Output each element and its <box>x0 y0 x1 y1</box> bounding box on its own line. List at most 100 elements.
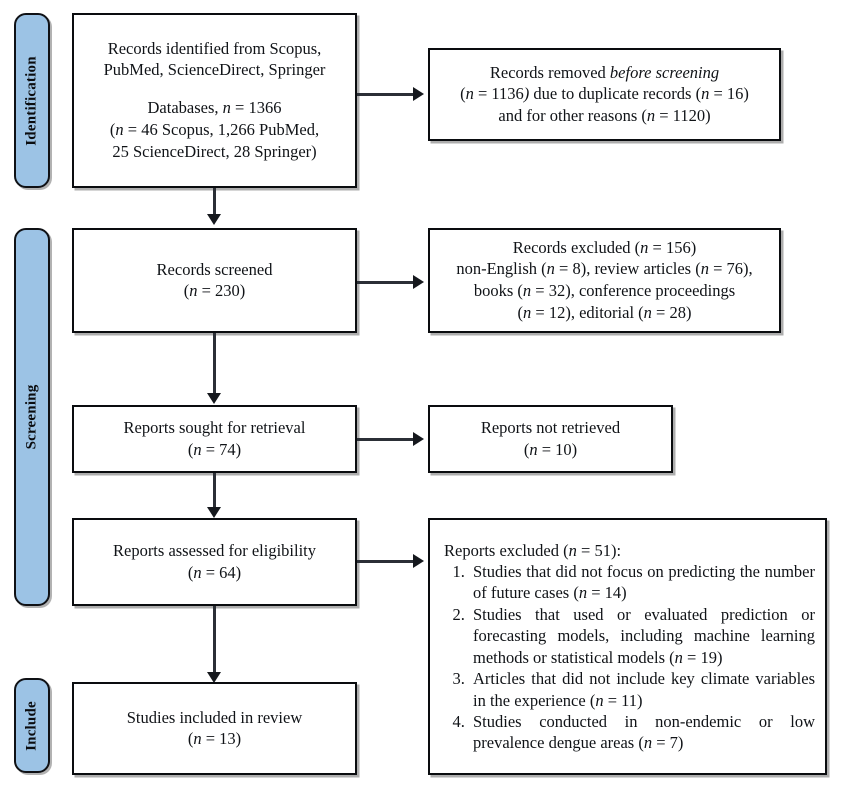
studies-included-line2-b: = 13) <box>201 729 242 749</box>
n-variable: n <box>193 563 202 582</box>
connector-assessed-to-included <box>213 606 216 674</box>
n-variable: n <box>523 303 532 323</box>
records-removed-line1-italic: before screening <box>609 62 720 82</box>
records-screened-box: Records screened (n = 230) <box>72 228 357 333</box>
reports-sought-line1: Reports sought for retrieval <box>123 418 306 438</box>
stage-tab-screening-label: Screening <box>23 384 40 450</box>
records-excluded-box: Records excluded (n = 156) non-English (… <box>428 228 781 333</box>
list-item: Studies conducted in non-endemic or low … <box>469 711 815 754</box>
reports-not-retrieved-line1: Reports not retrieved <box>480 418 621 438</box>
studies-included-text: Studies included in review (n = 13) <box>74 707 355 751</box>
reports-not-retrieved-text: Reports not retrieved (n = 10) <box>430 417 671 461</box>
records-excluded-line2-c: = 76), <box>708 259 753 279</box>
n-variable: n <box>643 303 652 323</box>
reports-not-retrieved-line2-b: = 10) <box>537 440 578 459</box>
records-screened-text: Records screened (n = 230) <box>74 259 355 303</box>
connector-screened-to-excluded <box>357 281 413 284</box>
n-variable: n <box>646 106 656 126</box>
reports-sought-line2-b: = 74) <box>201 440 242 459</box>
records-excluded-text: Records excluded (n = 156) non-English (… <box>430 237 779 325</box>
stage-tab-include: Include <box>14 678 50 773</box>
records-excluded-line4-b: = 12), editorial ( <box>531 303 644 323</box>
reports-excluded-heading-b: = 51): <box>576 540 622 560</box>
arrow-identified-to-screened <box>207 214 221 225</box>
records-identified-line5: 25 ScienceDirect, 28 Springer) <box>112 142 317 162</box>
studies-included-line2-a: ( <box>187 729 194 749</box>
records-removed-line1-pre: Records removed <box>489 62 610 82</box>
n-variable: n <box>700 259 709 279</box>
list-item-count: = 19) <box>682 647 723 667</box>
reports-excluded-list: Studies that did not focus on predicting… <box>444 561 815 754</box>
records-identified-line4-post: = 46 Scopus, 1,266 PubMed, <box>123 120 320 140</box>
reports-excluded-heading-a: Reports excluded ( <box>444 540 569 560</box>
records-identified-box: Records identified from Scopus, PubMed, … <box>72 13 357 188</box>
records-identified-line3-pre: Databases, <box>147 98 223 118</box>
connector-screened-to-sought <box>213 333 216 395</box>
n-variable: n <box>193 440 202 459</box>
n-variable: n <box>674 647 683 667</box>
records-removed-line3-b: = 1120) <box>655 106 711 126</box>
list-item-text: Studies conducted in non-endemic or low … <box>473 711 815 753</box>
n-variable: n <box>189 281 198 301</box>
studies-included-box: Studies included in review (n = 13) <box>72 682 357 775</box>
n-variable: n <box>701 84 710 104</box>
records-removed-line2-b: = 1136 <box>473 84 524 104</box>
list-item-count: = 14) <box>587 583 627 603</box>
records-excluded-line3-a: books ( <box>473 281 523 301</box>
records-removed-line2-italic-paren: ) <box>523 84 530 104</box>
stage-tab-include-label: Include <box>23 700 40 751</box>
arrow-sought-to-assessed <box>207 507 221 518</box>
n-variable: n <box>465 84 474 104</box>
reports-sought-line2-a: ( <box>187 440 194 459</box>
connector-sought-to-assessed <box>213 473 216 509</box>
n-variable: n <box>578 583 588 603</box>
n-variable: n <box>643 733 653 753</box>
reports-not-retrieved-line2-a: ( <box>523 440 530 459</box>
records-removed-line2-c: due to duplicate records ( <box>529 84 702 104</box>
n-variable: n <box>522 281 532 301</box>
n-variable: n <box>640 237 649 257</box>
records-excluded-line2-b: = 8), review articles ( <box>554 259 701 279</box>
connector-assessed-to-excluded <box>357 560 413 563</box>
records-screened-line1: Records screened <box>156 259 273 279</box>
records-removed-text: Records removed before screening (n = 11… <box>430 62 779 128</box>
connector-identified-to-screened <box>213 188 216 216</box>
list-item-text: Articles that did not include key climat… <box>473 668 815 710</box>
connector-sought-to-not-retrieved <box>357 438 413 441</box>
records-screened-line2-a: ( <box>183 281 190 301</box>
connector-identified-to-removed <box>357 93 413 96</box>
records-removed-line2-d: = 16) <box>709 84 749 104</box>
n-variable: n <box>529 440 538 459</box>
list-item: Articles that did not include key climat… <box>469 668 815 711</box>
n-variable: n <box>222 98 231 118</box>
reports-excluded-box: Reports excluded (n = 51): Studies that … <box>428 518 827 775</box>
studies-included-line1: Studies included in review <box>126 707 303 727</box>
list-item-text: Studies that did not focus on predicting… <box>473 561 815 603</box>
arrow-assessed-to-included <box>207 672 221 683</box>
stage-tab-identification-label: Identification <box>23 55 40 146</box>
n-variable: n <box>193 729 202 749</box>
n-variable: n <box>595 690 604 710</box>
list-item-text: Studies that used or evaluated predictio… <box>473 604 815 667</box>
reports-not-retrieved-box: Reports not retrieved (n = 10) <box>428 405 673 473</box>
reports-assessed-line2-b: = 64) <box>201 563 242 582</box>
n-variable: n <box>546 259 555 279</box>
reports-excluded-text: Reports excluded (n = 51): Studies that … <box>430 539 825 753</box>
arrow-sought-to-not-retrieved <box>413 432 424 446</box>
list-item-count: = 7) <box>652 733 684 753</box>
records-excluded-line2-a: non-English ( <box>456 259 547 279</box>
records-identified-line4-pre: ( <box>109 120 116 140</box>
arrow-identified-to-removed <box>413 87 424 101</box>
records-excluded-line4-a: ( <box>517 303 524 323</box>
n-variable: n <box>115 120 124 140</box>
records-identified-line2: PubMed, ScienceDirect, Springer <box>103 60 326 80</box>
list-item: Studies that used or evaluated predictio… <box>469 604 815 668</box>
records-identified-text: Records identified from Scopus, PubMed, … <box>74 38 355 164</box>
n-variable: n <box>568 540 577 560</box>
arrow-assessed-to-excluded <box>413 554 424 568</box>
stage-tab-identification: Identification <box>14 13 50 188</box>
stage-tab-screening: Screening <box>14 228 50 606</box>
records-identified-line3-post: = 1366 <box>230 98 282 118</box>
reports-assessed-line2-a: ( <box>187 563 194 582</box>
